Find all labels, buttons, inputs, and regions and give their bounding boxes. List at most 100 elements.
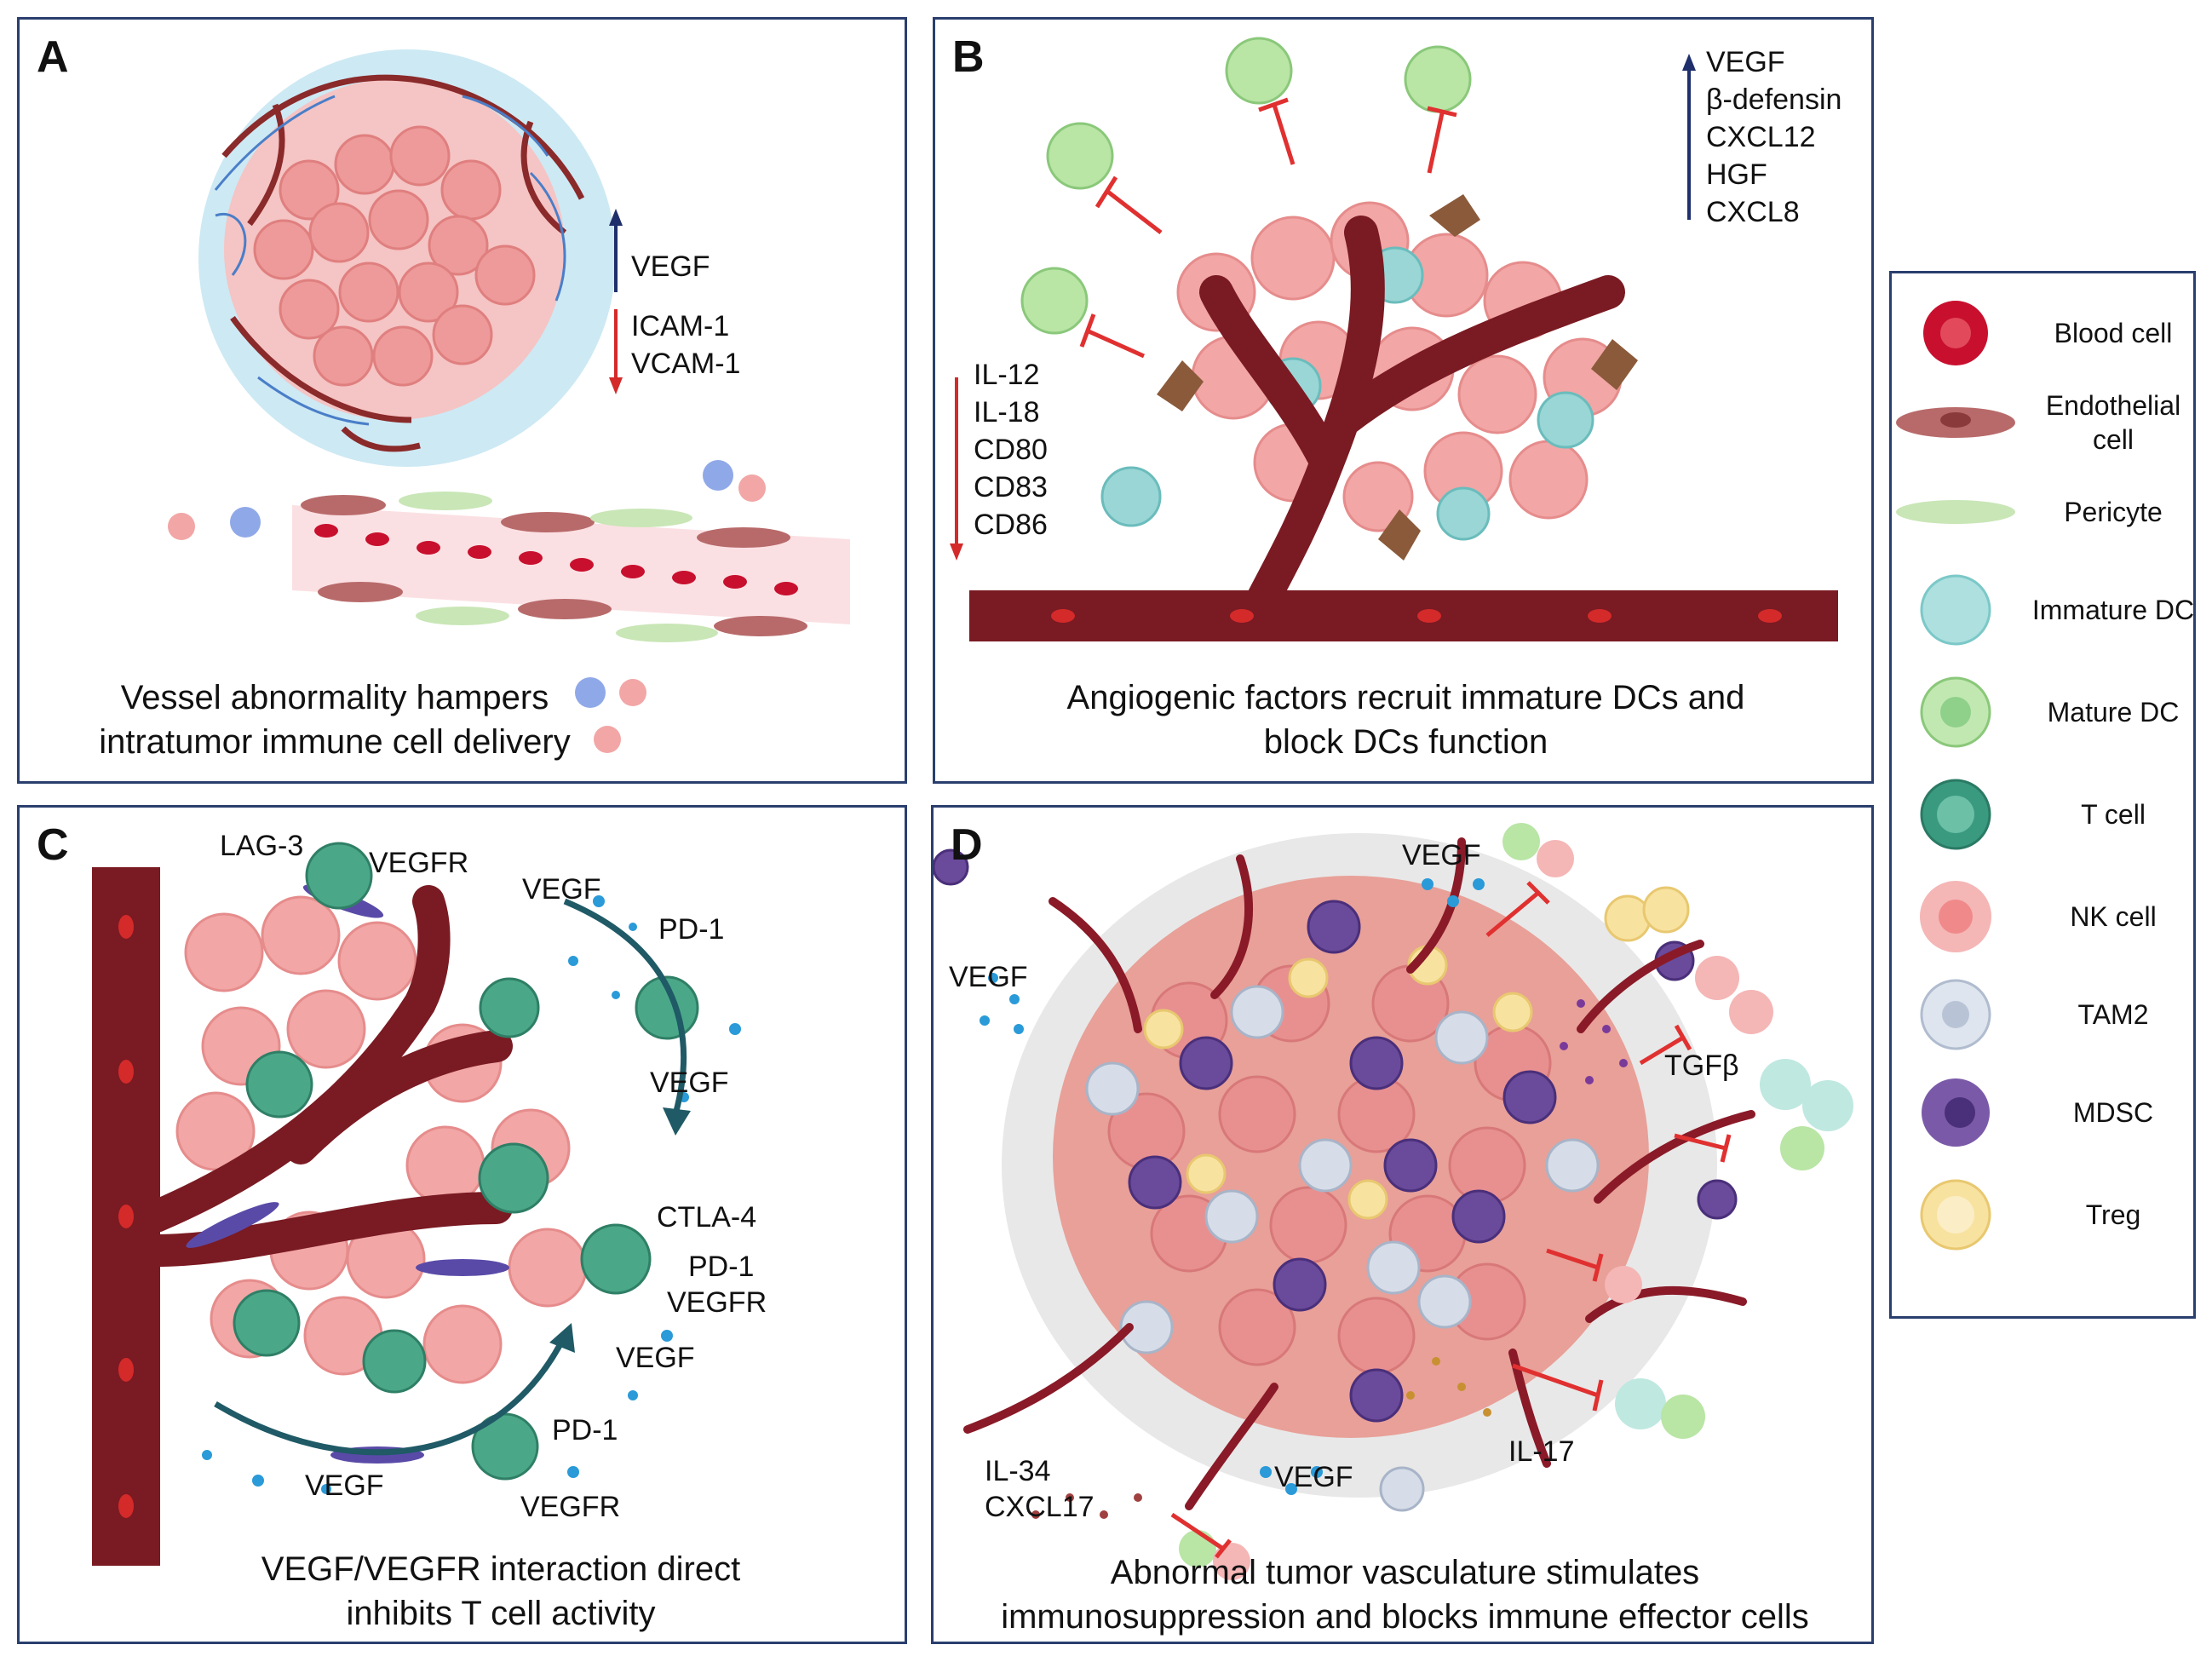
- fibroblasts: [1157, 194, 1638, 561]
- tam2-icon: [1920, 979, 1991, 1050]
- mdscs: [934, 848, 1738, 1423]
- vegf-mid-label: VEGF: [616, 1342, 695, 1374]
- panel-b-up-item: CXCL12: [1706, 121, 1816, 153]
- tgfb-label: TGFβ: [1664, 1050, 1739, 1082]
- legend-item: MDSC: [1892, 1066, 2198, 1159]
- vegfr-mid-label: VEGFR: [667, 1286, 767, 1319]
- pd1-mid-label: PD-1: [688, 1251, 755, 1283]
- tumor-vessels: [963, 837, 1755, 1510]
- cell-legend: Blood cell Endothelial cell Pericyte Imm…: [1889, 271, 2196, 1319]
- legend-item: T cell: [1892, 768, 2198, 861]
- mature-dc-icon: [1920, 676, 1991, 748]
- immune-cells: [168, 460, 766, 753]
- tumor-cells: [175, 895, 588, 1384]
- panel-c-caption: VEGF/VEGFR interaction direct inhibits T…: [190, 1547, 812, 1636]
- legend-label: TAM2: [2077, 999, 2149, 1030]
- endothelial-cells: [301, 495, 807, 636]
- vegf-bottom-label: VEGF: [305, 1469, 384, 1502]
- panel-b: B VEGF β-defensin CXCL12 HGF CXCL8 IL-12…: [933, 17, 1874, 784]
- vegf-molecules: [202, 895, 741, 1494]
- il17-molecules: [1406, 1357, 1491, 1417]
- tgfb-molecules: [1560, 999, 1628, 1084]
- panel-a-letter: A: [37, 32, 69, 82]
- ctla4-label: CTLA-4: [657, 1201, 757, 1234]
- inhibition-markers: [1079, 97, 1457, 359]
- panel-a-down-item: ICAM-1: [631, 310, 730, 342]
- tregs: [1143, 886, 1690, 1220]
- legend-item: Immature DC: [1892, 563, 2198, 657]
- legend-item: Mature DC: [1892, 665, 2198, 759]
- panel-b-down-item: IL-18: [974, 396, 1040, 428]
- panel-a-up-item: VEGF: [631, 250, 710, 283]
- blood-cell-icon: [1923, 301, 1988, 365]
- t-cells: [233, 842, 699, 1481]
- panel-a-down-list: ICAM-1 VCAM-1: [631, 308, 740, 382]
- treg-icon: [1920, 1179, 1991, 1251]
- legend-item: NK cell: [1892, 870, 2198, 963]
- panel-b-up-item: β-defensin: [1706, 83, 1842, 116]
- lag3-label: LAG-3: [220, 830, 304, 862]
- legend-item: Pericyte: [1892, 465, 2198, 559]
- panel-a: A VEGF ICAM-1 VCAM-1 Vessel abnormality …: [17, 17, 907, 784]
- panel-b-caption-line: Angiogenic factors recruit immature DCs …: [1066, 679, 1745, 716]
- mature-dcs: [1020, 37, 1472, 335]
- panel-d: D VEGF VEGF TGFβ IL-17 IL-34 CXCL17 VEGF…: [931, 805, 1874, 1644]
- legend-label: Treg: [2085, 1199, 2141, 1230]
- legend-label: Endothelial cell: [2045, 390, 2181, 455]
- tumor-vessels: [221, 74, 585, 452]
- panel-a-down-item: VCAM-1: [631, 348, 741, 380]
- blood-cells: [314, 524, 798, 595]
- tumor-cells: [253, 125, 536, 387]
- panel-b-down-item: CD83: [974, 471, 1048, 503]
- panel-d-caption-line: Abnormal tumor vasculature stimulates: [1110, 1554, 1700, 1591]
- panel-b-down-list: IL-12 IL-18 CD80 CD83 CD86: [974, 356, 1048, 543]
- blood-cells: [1051, 609, 1782, 623]
- panel-a-caption-line: intratumor immune cell delivery: [99, 723, 571, 761]
- panel-b-up-item: HGF: [1706, 158, 1767, 191]
- vegf-top-label: VEGF: [1402, 839, 1481, 871]
- panel-d-caption: Abnormal tumor vasculature stimulates im…: [951, 1550, 1859, 1639]
- panel-b-up-item: VEGF: [1706, 46, 1785, 78]
- pericyte-icon: [1896, 500, 2015, 524]
- panel-b-illustration: [950, 37, 1838, 641]
- panel-c-caption-line: VEGF/VEGFR interaction direct: [261, 1550, 741, 1588]
- panel-b-down-item: IL-12: [974, 359, 1040, 391]
- pericytes: [399, 492, 718, 642]
- inhibition-markers: [1170, 881, 1732, 1559]
- vegfr-bottom-label: VEGFR: [520, 1491, 621, 1523]
- panel-b-letter: B: [952, 32, 985, 82]
- legend-item: TAM2: [1892, 968, 2198, 1061]
- panel-a-up-list: VEGF: [631, 248, 710, 285]
- legend-label: NK cell: [2070, 901, 2157, 932]
- panel-c: C LAG-3 VEGFR VEGF PD-1 VEGF CTLA-4 PD-1…: [17, 805, 907, 1644]
- vegf-flow-arrow-bottom: [214, 1334, 568, 1456]
- vessel-branches: [140, 885, 513, 1267]
- panel-b-caption: Angiogenic factors recruit immature DCs …: [969, 676, 1842, 764]
- pd1-top-label: PD-1: [658, 913, 725, 946]
- il34-molecules: [1031, 1493, 1142, 1519]
- vegf-top-label: VEGF: [522, 873, 601, 906]
- legend-label: Blood cell: [2054, 318, 2173, 348]
- tumor-capillaries: [214, 95, 566, 426]
- legend-icons: [1896, 301, 2015, 1251]
- vegf-bottom-label: VEGF: [1274, 1461, 1353, 1493]
- legend-label: Pericyte: [2064, 497, 2163, 527]
- blood-cells: [118, 915, 134, 1518]
- panel-d-caption-line: immunosuppression and blocks immune effe…: [1001, 1598, 1809, 1636]
- panel-b-up-list: VEGF β-defensin CXCL12 HGF CXCL8: [1706, 43, 1841, 231]
- legend-item: Blood cell: [1892, 286, 2198, 380]
- vegf-molecules: [980, 878, 1485, 1495]
- il34-label: IL-34: [985, 1455, 1051, 1487]
- panel-a-caption: Vessel abnormality hampers intratumor im…: [71, 676, 599, 764]
- vessel-tree: [1199, 216, 1625, 624]
- main-vessel: [969, 590, 1838, 641]
- panel-b-down-item: CD86: [974, 509, 1048, 541]
- panel-c-illustration: [92, 842, 741, 1566]
- panel-d-illustration: [934, 823, 1853, 1580]
- vegf-left-label: VEGF: [949, 961, 1028, 993]
- panel-a-caption-line: Vessel abnormality hampers: [120, 679, 549, 716]
- vegf-right-label: VEGF: [650, 1067, 729, 1099]
- tam2s: [1085, 985, 1600, 1512]
- panel-d-letter: D: [951, 820, 983, 870]
- legend-label: Immature DC: [2031, 595, 2195, 625]
